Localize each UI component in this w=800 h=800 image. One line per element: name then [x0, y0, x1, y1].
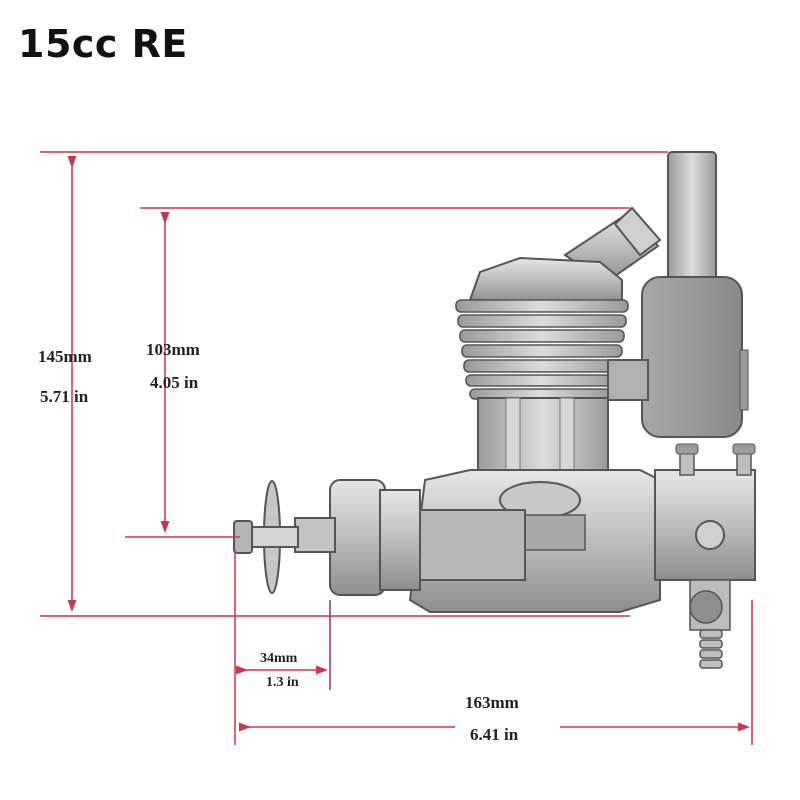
overall-length-in-label: 6.41 in — [470, 725, 519, 744]
engine-illustration — [233, 151, 756, 669]
carburetor — [654, 443, 756, 669]
page-title: 15cc RE — [18, 22, 188, 66]
overall-height-mm-label: 145mm — [38, 347, 92, 366]
muffler — [641, 276, 743, 438]
prop-offset-mm-label: 34mm — [260, 651, 298, 666]
cooling-fins — [455, 299, 629, 400]
prop-offset-in-label: 1.3 in — [266, 675, 299, 690]
overall-height-in-label: 5.71 in — [40, 387, 89, 406]
dimension-labels: 145mm 5.71 in 103mm 4.05 in 34mm 1.3 in … — [38, 340, 519, 744]
dimension-lines — [40, 151, 753, 745]
exhaust-pipe — [667, 151, 717, 288]
overall-length-mm-label: 163mm — [465, 693, 519, 712]
mount-height-mm-label: 103mm — [146, 340, 200, 359]
prop-drive — [233, 479, 421, 596]
mount-height-in-label: 4.05 in — [150, 373, 199, 392]
cylinder-head — [468, 256, 623, 304]
